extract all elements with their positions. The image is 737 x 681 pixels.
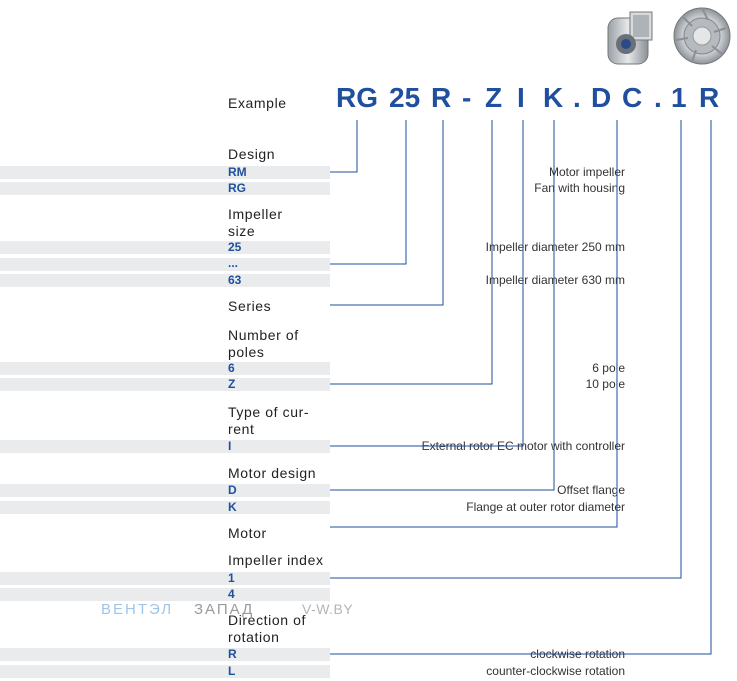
code-series: R — [431, 82, 452, 113]
impeller-size-value: 63 — [228, 273, 242, 287]
design-desc: Fan with housing — [534, 181, 625, 195]
connector-size — [330, 120, 407, 265]
row-bg — [0, 166, 330, 179]
rotation-heading: Direction of — [228, 612, 307, 628]
row-bg — [0, 648, 330, 661]
impeller-size-value: ... — [228, 256, 239, 270]
row-bg — [0, 362, 330, 375]
row-bg — [0, 665, 330, 678]
poles-heading-2: poles — [228, 344, 265, 360]
motor-design-heading: Motor design — [228, 465, 317, 481]
row-bg — [0, 274, 330, 287]
code-dash: - — [462, 82, 472, 113]
design-value: RG — [228, 181, 246, 195]
impeller-size-heading-2: size — [228, 223, 256, 239]
poles-desc: 10 pole — [585, 377, 625, 391]
connector-motor-design — [330, 120, 555, 491]
connector-impeller-index — [330, 120, 682, 579]
poles-value: Z — [228, 377, 236, 391]
poles-heading: Number of — [228, 327, 299, 343]
example-label: Example — [228, 95, 287, 111]
motor-design-desc: Offset flange — [557, 483, 625, 497]
connector-poles — [330, 120, 493, 385]
design-value: RM — [228, 165, 247, 179]
rotation-heading-2: rotation — [228, 629, 280, 645]
impeller-size-desc: Impeller diameter 630 mm — [485, 273, 625, 287]
impeller-index-value: 1 — [228, 571, 235, 585]
connector-design — [330, 120, 358, 173]
row-bg — [0, 588, 330, 601]
connector-current — [330, 120, 524, 447]
watermark-part1: ВЕНТЭЛ — [101, 601, 174, 618]
row-bg — [0, 241, 330, 254]
motor-design-value: K — [228, 500, 237, 514]
impeller-index-value: 4 — [228, 587, 235, 601]
impeller-size-value: 25 — [228, 240, 242, 254]
impeller-index-heading: Impeller index — [228, 552, 324, 568]
connector-motor — [330, 120, 618, 528]
current-value: I — [228, 439, 232, 453]
row-bg — [0, 501, 330, 514]
code-dot: . — [654, 82, 662, 113]
code-poles: Z — [485, 82, 503, 113]
row-bg — [0, 440, 330, 453]
row-bg — [0, 484, 330, 497]
code-motor-design: K — [543, 82, 564, 113]
code-current: I — [517, 82, 525, 113]
row-bg — [0, 572, 330, 585]
code-impeller-index: 1 — [671, 82, 687, 113]
row-bg — [0, 258, 330, 271]
motor-heading: Motor — [228, 525, 267, 541]
design-heading: Design — [228, 146, 276, 162]
series-heading: Series — [228, 298, 272, 314]
rotation-value: L — [228, 664, 236, 678]
motor-impeller-icon — [673, 7, 731, 65]
code-motor-2: C — [622, 82, 643, 113]
design-desc: Motor impeller — [548, 165, 625, 179]
watermark-part2: ЗАПАД — [194, 601, 255, 618]
connector-rotation — [330, 120, 712, 655]
fan-with-housing-icon — [607, 11, 653, 65]
row-bg — [0, 182, 330, 195]
motor-design-value: D — [228, 483, 237, 497]
motor-design-desc: Flange at outer rotor diameter — [466, 500, 625, 514]
current-heading: Type of cur- — [228, 404, 310, 420]
code-dot: . — [573, 82, 581, 113]
code-motor-1: D — [591, 82, 612, 113]
poles-value: 6 — [228, 361, 235, 375]
code-design: RG — [336, 82, 378, 113]
connector-series — [330, 120, 444, 306]
current-heading-2: rent — [228, 421, 255, 437]
impeller-size-desc: Impeller diameter 250 mm — [485, 240, 625, 254]
rotation-value: R — [228, 647, 237, 661]
impeller-size-heading: Impeller — [228, 206, 283, 222]
code-size: 25 — [389, 82, 421, 113]
watermark-url: V-W.BY — [302, 601, 354, 617]
rotation-desc: counter-clockwise rotation — [486, 664, 625, 678]
row-bg — [0, 378, 330, 391]
code-rotation: R — [699, 82, 720, 113]
